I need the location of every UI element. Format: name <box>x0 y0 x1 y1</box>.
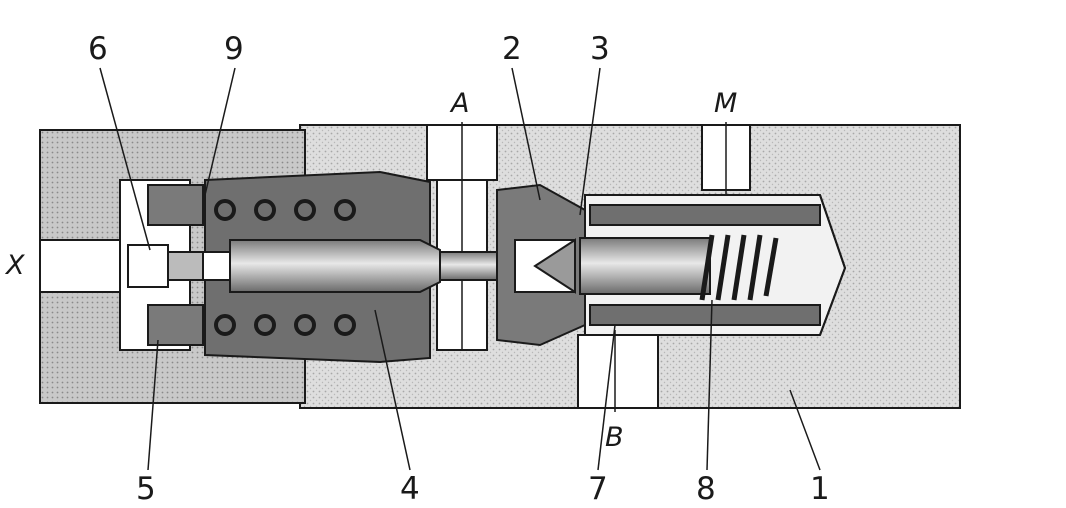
leader-3 <box>579 67 601 216</box>
leader-6 <box>99 67 151 251</box>
pilot-spring <box>214 199 356 336</box>
leader-7 <box>597 324 616 471</box>
label-part-5: 5 <box>136 471 156 507</box>
leader-9 <box>204 67 236 196</box>
label-part-9: 9 <box>224 31 244 67</box>
label-port-m: M <box>714 88 738 119</box>
label-part-7: 7 <box>588 471 608 507</box>
label-port-a: A <box>451 88 470 119</box>
port-x-bore <box>39 239 121 293</box>
label-part-1: 1 <box>810 471 830 507</box>
label-part-2: 2 <box>502 31 522 67</box>
label-part-6: 6 <box>88 31 108 67</box>
port-b-bore <box>577 330 659 412</box>
check-poppet <box>533 238 576 294</box>
port-a-bore <box>426 122 498 351</box>
label-port-b: B <box>605 422 624 453</box>
label-part-4: 4 <box>400 471 420 507</box>
leader-8 <box>706 299 713 471</box>
label-part-3: 3 <box>590 31 610 67</box>
seal-ring-lower <box>147 304 204 346</box>
main-spring <box>699 234 779 301</box>
port-m-bore <box>701 122 751 196</box>
label-part-8: 8 <box>696 471 716 507</box>
leader-2 <box>511 67 541 201</box>
leader-4 <box>374 309 411 471</box>
pilot-seat <box>127 244 204 288</box>
leader-1 <box>789 389 821 471</box>
label-port-x: X <box>6 250 25 281</box>
inner-piston <box>579 204 821 326</box>
leader-5 <box>147 339 159 471</box>
seal-ring-upper <box>147 184 204 226</box>
leader-lines <box>99 67 821 471</box>
